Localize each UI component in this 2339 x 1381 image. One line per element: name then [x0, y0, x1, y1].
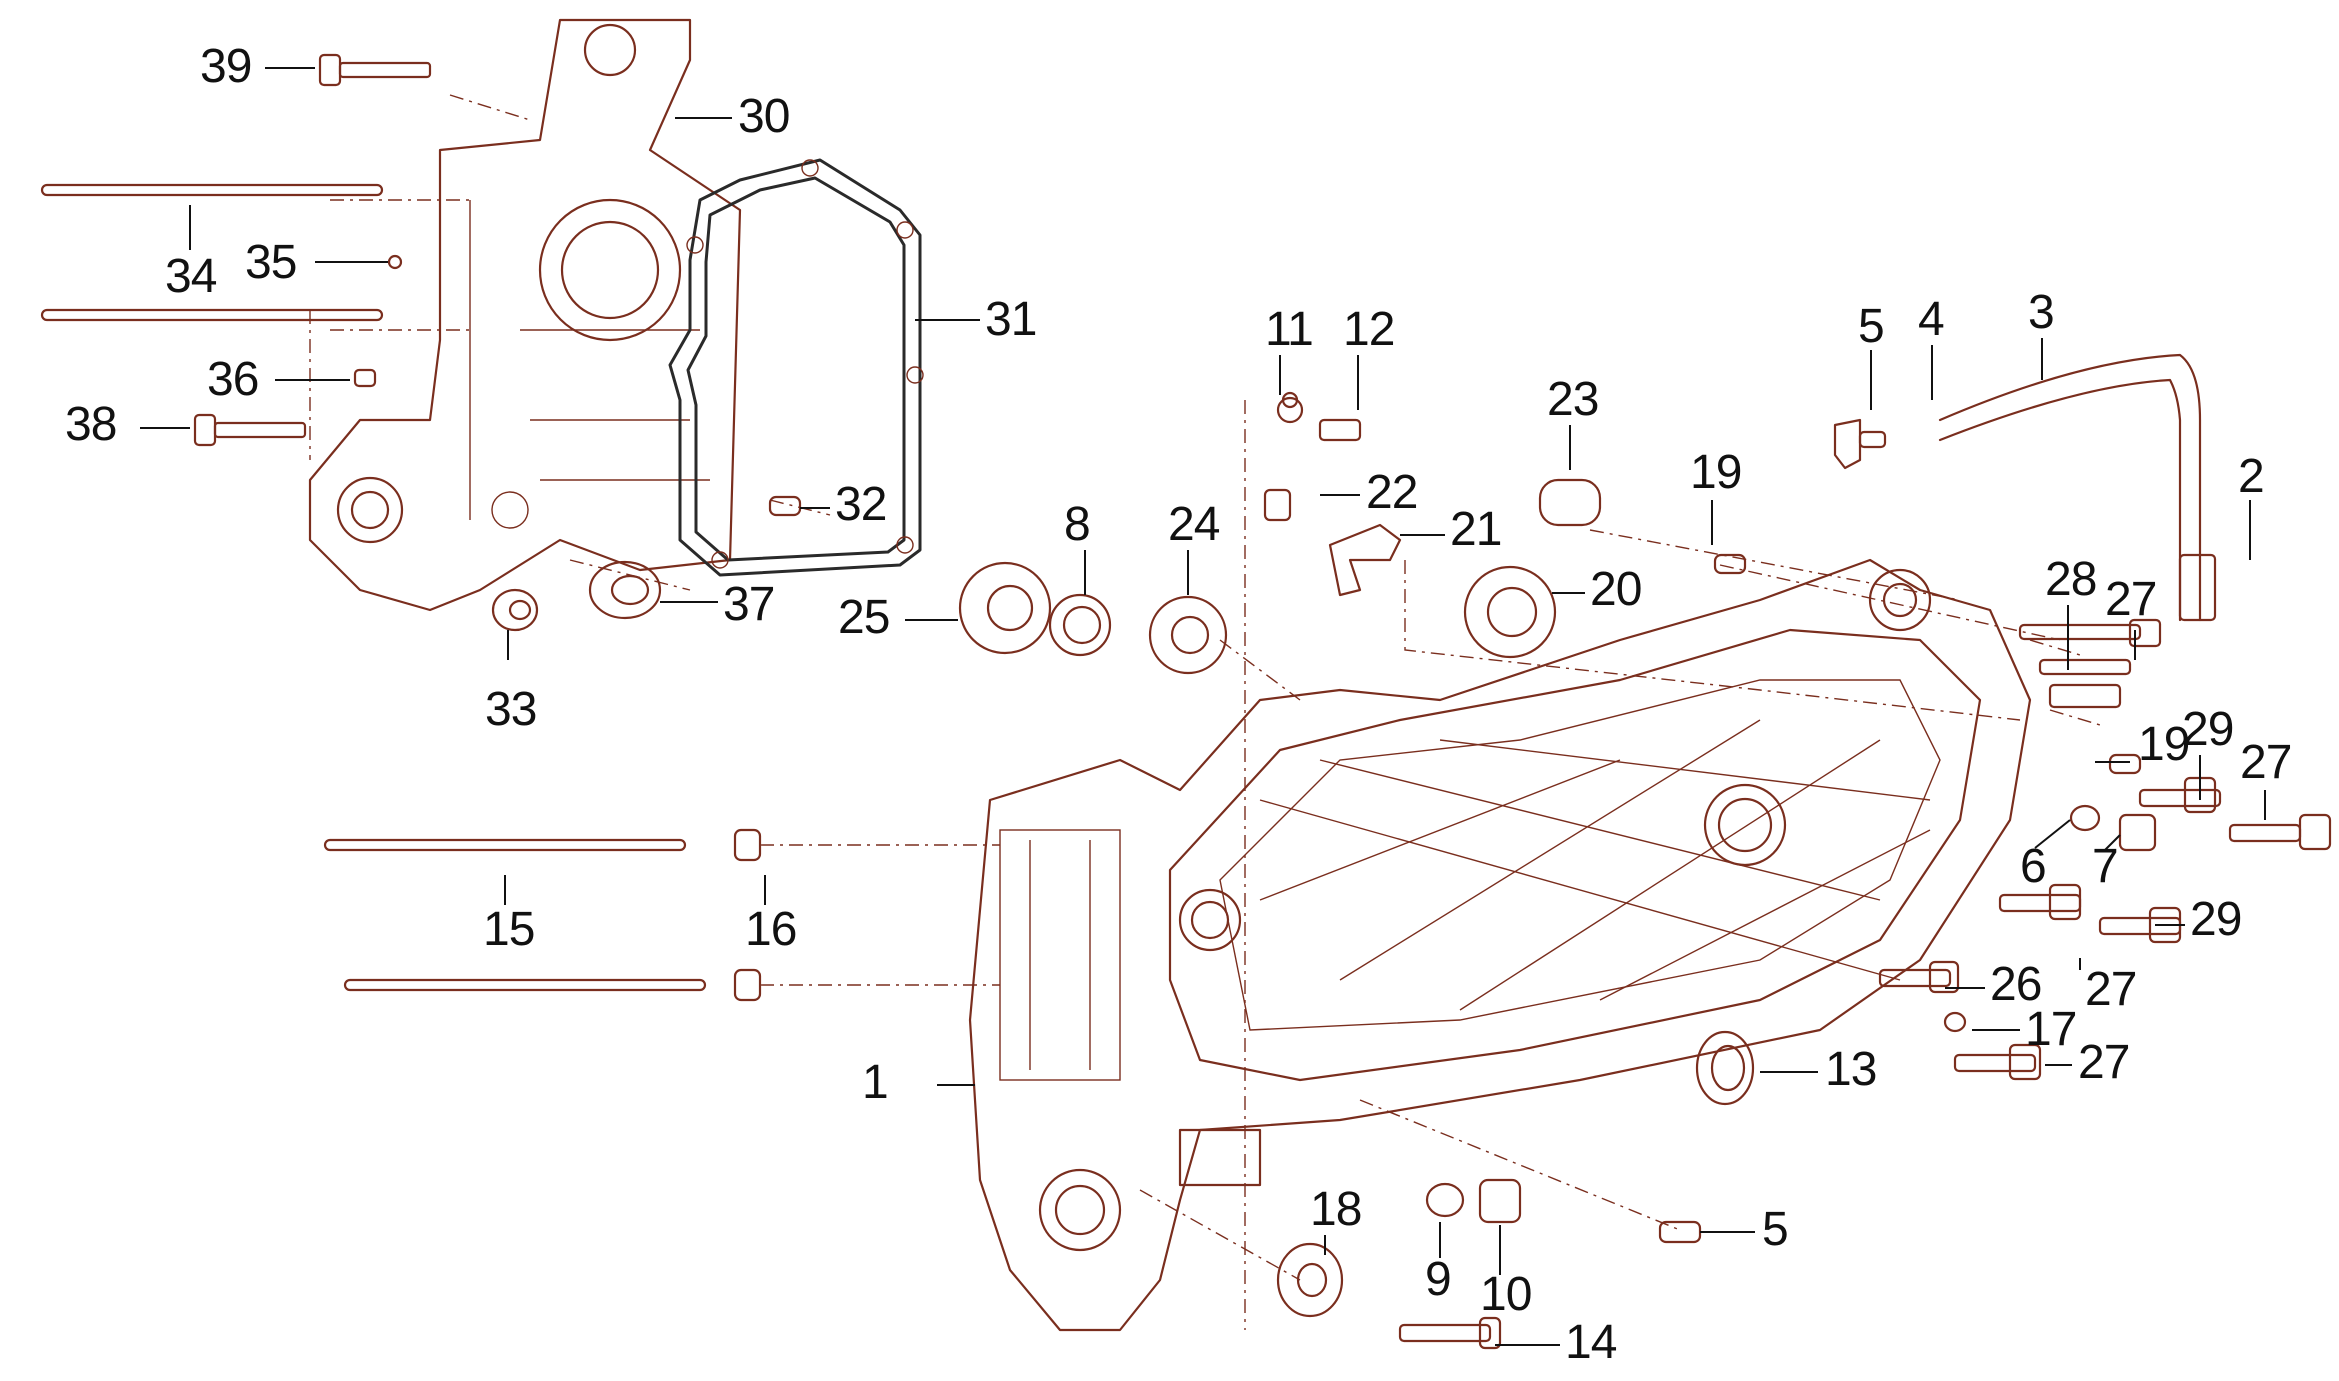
callout-11: 11 [1265, 303, 1313, 356]
bolt-38 [193, 413, 307, 447]
callout-39: 39 [200, 40, 251, 93]
callout-18: 18 [1310, 1183, 1361, 1236]
callout-35: 35 [245, 236, 296, 289]
long-studs-15 [323, 838, 707, 992]
bushing-33 [491, 588, 539, 632]
callout-27d: 27 [2078, 1036, 2129, 1089]
gasket [668, 158, 924, 577]
callout-7: 7 [2092, 840, 2118, 893]
callout-labels: 1 2 3 4 5 5 6 7 8 9 10 11 12 13 14 15 16… [65, 40, 2292, 1369]
callout-1: 1 [862, 1056, 888, 1109]
seal-8 [1048, 593, 1112, 657]
dowel-32 [768, 495, 802, 517]
bearing-20 [1463, 565, 1557, 659]
callout-29b: 29 [2190, 893, 2241, 946]
callout-4: 4 [1918, 293, 1944, 346]
callout-26: 26 [1990, 958, 2041, 1011]
callout-14: 14 [1565, 1316, 1617, 1369]
callout-16: 16 [745, 903, 796, 956]
dowel-36 [353, 368, 377, 388]
callout-2: 2 [2238, 450, 2264, 503]
callout-33: 33 [485, 683, 536, 736]
callout-19a: 19 [1690, 446, 1741, 499]
callout-31: 31 [985, 293, 1036, 346]
callout-32: 32 [835, 478, 886, 531]
seal-13 [1695, 1030, 1755, 1106]
bolt-39 [318, 53, 432, 87]
callout-12: 12 [1343, 303, 1394, 356]
assembly-lines [309, 94, 2101, 1330]
small-fasteners [1263, 353, 2332, 1350]
callout-22: 22 [1366, 466, 1417, 519]
leader-line-6 [2034, 819, 2071, 849]
plug-35 [387, 254, 403, 270]
callout-24: 24 [1168, 498, 1220, 551]
callout-6: 6 [2020, 840, 2046, 893]
callout-5a: 5 [1858, 300, 1884, 353]
callout-20: 20 [1590, 563, 1641, 616]
callout-9: 9 [1425, 1253, 1451, 1306]
callout-15: 15 [483, 903, 534, 956]
callout-27a: 27 [2105, 573, 2156, 626]
crankcase-main [968, 558, 2032, 1332]
callout-21: 21 [1450, 503, 1501, 556]
callout-10: 10 [1480, 1268, 1531, 1321]
bearing-37 [588, 560, 662, 620]
callout-25: 25 [838, 591, 889, 644]
callout-29a: 29 [2182, 703, 2233, 756]
callout-5b: 5 [1762, 1203, 1788, 1256]
bushings-16 [733, 828, 762, 1002]
callout-34: 34 [165, 250, 217, 303]
callout-28: 28 [2045, 553, 2096, 606]
callout-13: 13 [1825, 1043, 1876, 1096]
callout-37: 37 [723, 578, 774, 631]
leader-line-7 [2104, 834, 2121, 851]
bearing-18 [1276, 1242, 1344, 1318]
callout-30: 30 [738, 90, 789, 143]
callout-38: 38 [65, 398, 116, 451]
bushing-23 [1538, 478, 1602, 527]
callout-23: 23 [1547, 373, 1598, 426]
callout-27c: 27 [2085, 963, 2136, 1016]
crankcase-cover [308, 18, 742, 612]
leader-lines [140, 67, 2266, 1346]
bearing-25 [958, 561, 1052, 655]
callout-17: 17 [2025, 1003, 2076, 1056]
callout-19b: 19 [2138, 718, 2189, 771]
callout-27b: 27 [2240, 736, 2291, 789]
long-studs-34 [40, 183, 384, 322]
bearing-24 [1148, 595, 1228, 675]
callout-36: 36 [207, 353, 258, 406]
callout-8: 8 [1064, 498, 1090, 551]
callout-3: 3 [2028, 286, 2054, 339]
